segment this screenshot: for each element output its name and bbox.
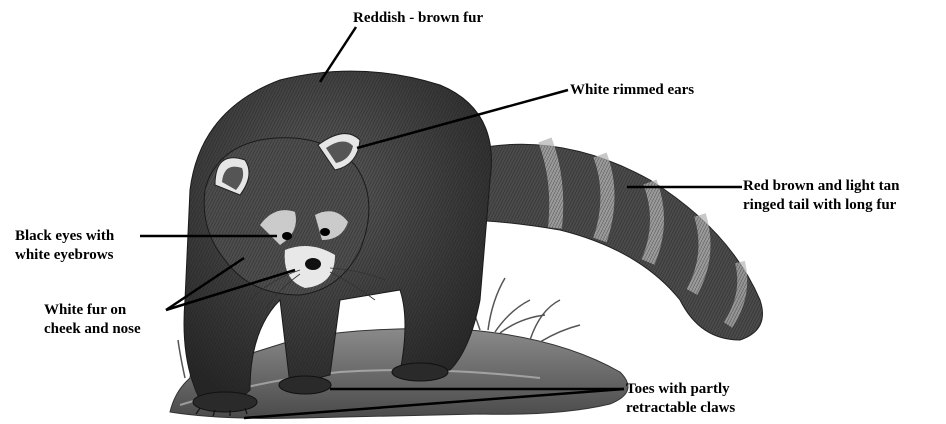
label-line: retractable claws: [626, 399, 735, 418]
label-line: Black eyes with: [15, 227, 114, 246]
label-ringed-tail: Red brown and light tan ringed tail with…: [743, 177, 899, 215]
label-line: ringed tail with long fur: [743, 196, 899, 215]
label-line: white eyebrows: [15, 246, 114, 265]
label-reddish-brown-fur: Reddish - brown fur: [353, 9, 483, 28]
label-line: White fur on: [44, 301, 141, 320]
label-line: Reddish - brown fur: [353, 9, 483, 28]
label-white-rimmed-ears: White rimmed ears: [570, 81, 694, 100]
label-line: White rimmed ears: [570, 81, 694, 100]
eye-left: [282, 232, 292, 240]
label-line: Toes with partly: [626, 380, 735, 399]
label-black-eyes: Black eyes with white eyebrows: [15, 227, 114, 265]
nose: [305, 258, 321, 270]
ringed-tail: [460, 140, 763, 340]
label-line: cheek and nose: [44, 320, 141, 339]
label-toes-claws: Toes with partly retractable claws: [626, 380, 735, 418]
label-line: Red brown and light tan: [743, 177, 899, 196]
label-white-fur-cheek: White fur on cheek and nose: [44, 301, 141, 339]
eye-right: [320, 228, 330, 236]
